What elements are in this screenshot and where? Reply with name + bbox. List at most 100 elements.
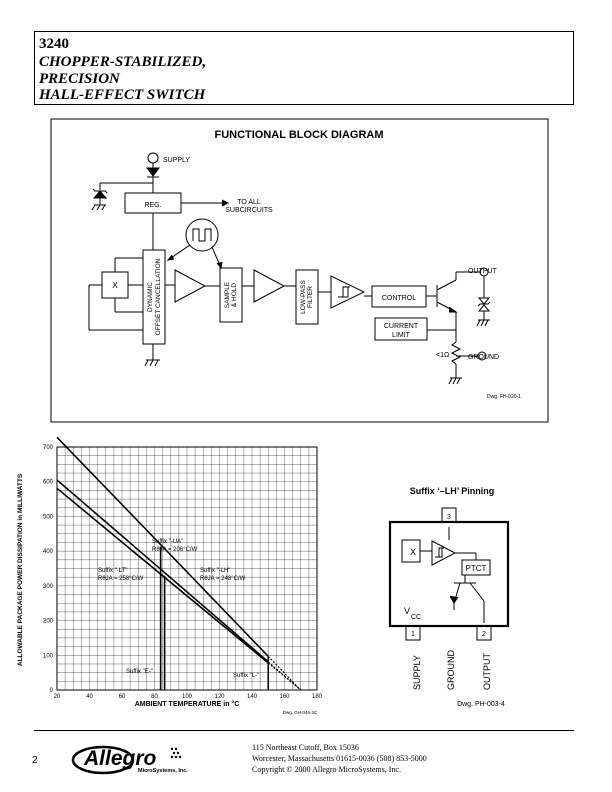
annotation-ua-1: Suffix "-UA" — [152, 539, 183, 545]
pin-2-box — [476, 625, 492, 641]
pinning-title: Suffix ‘–LH’ Pinning — [410, 486, 495, 496]
sample-label-2: & HOLD — [231, 283, 238, 308]
pin-supply-label: SUPPLY — [412, 655, 422, 690]
series-line-2 — [56, 487, 269, 664]
current-label-1: CURRENT — [384, 323, 419, 330]
series-extrapolation-2 — [267, 662, 302, 691]
pin-2-label: 2 — [482, 631, 486, 638]
clock-oscillator — [185, 218, 219, 252]
diagram-frame — [50, 118, 549, 423]
pin-x-label: X — [410, 547, 416, 557]
page-number: 2 — [32, 755, 38, 766]
lowpass-label-1: LOW-PASS — [300, 279, 307, 313]
footer-address-3: Copyright © 2000 Allegro MicroSystems, I… — [252, 765, 401, 774]
y-tick-label: 300 — [43, 584, 54, 590]
pin-ground-label: GROUND — [446, 650, 456, 690]
series-extrapolation-0 — [267, 655, 302, 691]
pinning-dwg: Dwg. PH-003-4 — [457, 701, 505, 708]
x-tick-label: 40 — [86, 694, 93, 700]
package-body — [388, 520, 510, 628]
title-box: 3240 CHOPPER-STABILIZED, PRECISION HALL-… — [34, 31, 574, 105]
current-limit-box — [374, 317, 428, 341]
pin-1-box — [405, 625, 421, 641]
hall-x-label: X — [112, 281, 118, 290]
output-zener — [477, 297, 491, 305]
logo-subtext: MicroSystems, Inc. — [138, 768, 188, 774]
title-line-3: HALL-EFFECT SWITCH — [39, 87, 206, 103]
y-tick-label: 600 — [43, 480, 54, 486]
y-tick-label: 100 — [43, 653, 54, 659]
annotation-lt-2: RθJA = 258°C/W — [98, 576, 144, 582]
control-label: CONTROL — [382, 295, 416, 302]
y-tick-label: 200 — [43, 619, 54, 625]
ground-terminal — [477, 351, 487, 361]
allegro-logo: Allegro MicroSystems, Inc. — [71, 745, 188, 775]
footer-address-2: Worcester, Massachusetts 01615-0036 (508… — [252, 754, 427, 763]
lowpass-label-2: FILTER — [307, 286, 314, 308]
power-dissipation-chart: 20 40 60 80 100 120 140 160 180 0 100 200 300 400 500… — [17, 436, 323, 715]
pin-1-label: 1 — [411, 631, 415, 638]
pin-3-label: 3 — [447, 514, 451, 521]
to-all-label: TO ALL — [237, 199, 261, 206]
x-tick-label: 80 — [151, 694, 158, 700]
amplifier-1 — [174, 269, 207, 303]
supply-terminal — [147, 152, 159, 164]
annotation-l: Suffix "L-" — [233, 673, 259, 679]
output-label: OUTPUT — [468, 268, 498, 275]
lowpass-box — [295, 269, 319, 325]
series-line-1 — [56, 479, 269, 663]
sample-label-1: SAMPLE — [224, 281, 231, 308]
annotation-e: Suffix "E-" — [126, 669, 153, 675]
x-tick-label: 180 — [312, 694, 323, 700]
vcc-label: V — [404, 606, 410, 616]
logo-text: Allegro — [83, 747, 157, 770]
x-tick-label: 120 — [214, 694, 225, 700]
diagram-dwg: Dwg. FH-020-1 — [487, 394, 521, 400]
plot-frame — [56, 446, 318, 691]
y-tick-label: 400 — [43, 549, 54, 555]
schmitt-trigger — [330, 275, 366, 309]
x-tick-label: 60 — [119, 694, 126, 700]
zener-diode — [92, 190, 108, 199]
x-tick-label: 100 — [182, 694, 193, 700]
amplifier-2 — [253, 269, 286, 303]
chart-xlabel: AMBIENT TEMPERATURE in °C — [135, 700, 240, 708]
dynamic-label-1: DYNAMIC — [147, 282, 154, 312]
annotation-ua-2: RθJA = 206°C/W — [152, 547, 198, 553]
part-number: 3240 — [39, 36, 69, 52]
sample-hold-box — [219, 267, 243, 323]
pinning-diagram: Suffix ‘–LH’ Pinning 3 X PTCT V CC 1 2 S… — [388, 486, 510, 708]
vcc-subscript: CC — [411, 614, 421, 621]
supply-label: SUPPLY — [163, 157, 190, 164]
annotation-lt-1: Suffix "-LT" — [98, 568, 127, 574]
title-line-2: PRECISION — [39, 71, 120, 87]
pin-amplifier — [431, 540, 457, 566]
ground-label: GROUND — [468, 354, 499, 361]
footer-rule — [34, 730, 574, 731]
pin-output-label: OUTPUT — [482, 653, 492, 691]
chart-dwg: Dwg. GH-046-3C — [283, 710, 318, 715]
subcircuits-label: SUBCIRCUITS — [225, 207, 273, 214]
y-tick-label: 700 — [43, 445, 54, 451]
x-tick-label: 160 — [279, 694, 290, 700]
series-line-0 — [56, 436, 269, 657]
annotation-lh-1: Suffix "-LH" — [200, 568, 231, 574]
footer-address-1: 115 Northeast Cutoff, Box 15036 — [252, 743, 359, 752]
dynamic-label-2: OFFSET CANCELLATION — [155, 258, 162, 335]
chart-ylabel: ALLOWABLE PACKAGE POWER DISSIPATION in M… — [17, 473, 24, 666]
resistor-label: <1Ω — [436, 352, 449, 359]
reg-label: REG. — [144, 202, 161, 209]
dynamic-offset-box — [142, 249, 166, 345]
current-label-2: LIMIT — [392, 332, 411, 339]
ptct-label: PTCT — [466, 564, 487, 573]
x-tick-label: 140 — [247, 694, 258, 700]
supply-diode — [146, 167, 160, 177]
title-line-1: CHOPPER-STABILIZED, — [39, 54, 207, 70]
sense-resistor — [450, 341, 462, 365]
x-tick-label: 20 — [54, 694, 61, 700]
y-tick-label: 500 — [43, 514, 54, 520]
y-tick-label: 0 — [50, 688, 54, 694]
diagram-title: FUNCTIONAL BLOCK DIAGRAM — [214, 129, 383, 141]
annotation-lh-2: RθJA = 248°C/W — [200, 576, 246, 582]
